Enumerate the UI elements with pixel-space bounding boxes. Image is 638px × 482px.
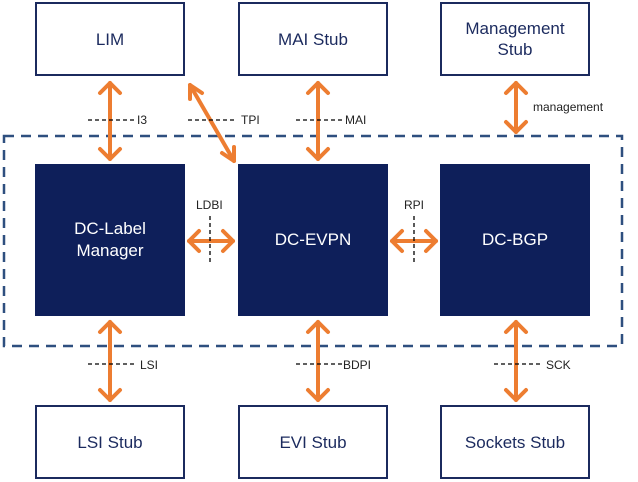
mai-arrow [306,81,330,161]
tpi-label: TPI [241,113,260,127]
management-arrow [504,81,528,134]
bdpi-label: BDPI [343,358,372,372]
dc-evpn-label: DC-EVPN [274,230,352,249]
mai-stub-box: MAI Stub [238,2,388,76]
lim-label: LIM [95,29,125,49]
i3-arrow [98,81,122,161]
i3-label: I3 [137,113,148,127]
lsi-arrow [98,320,122,402]
mai-label: MAI [345,113,367,127]
dc-bgp-box: DC-BGP [440,164,590,316]
sockets-stub-label: Sockets Stub [464,432,566,452]
system-boundary [2,134,624,348]
lsi-stub-box: LSI Stub [35,405,185,479]
tpi-arrow [188,83,236,163]
bdpi-arrow [306,320,330,402]
evi-stub-label: EVI Stub [279,432,347,452]
sck-arrow [504,320,528,402]
sck-label: SCK [546,358,571,372]
mai-stub-label: MAI Stub [278,29,348,49]
ldbi-label: LDBI [196,198,223,212]
dc-label-manager-label: DC-Label Manager [74,219,146,260]
dc-bgp-label: DC-BGP [481,230,549,249]
ldbi-arrow [187,229,235,253]
management-stub-label: Management Stub [465,19,565,59]
management-stub-box: Management Stub [440,2,590,76]
evi-stub-box: EVI Stub [238,405,388,479]
lim-box: LIM [35,2,185,76]
dc-evpn-box: DC-EVPN [238,164,388,316]
management-label: management [533,100,604,114]
lsi-label: LSI [140,358,159,372]
lsi-stub-label: LSI Stub [77,432,143,452]
sockets-stub-box: Sockets Stub [440,405,590,479]
dc-label-manager-box: DC-Label Manager [35,164,185,316]
rpi-label: RPI [404,198,425,212]
